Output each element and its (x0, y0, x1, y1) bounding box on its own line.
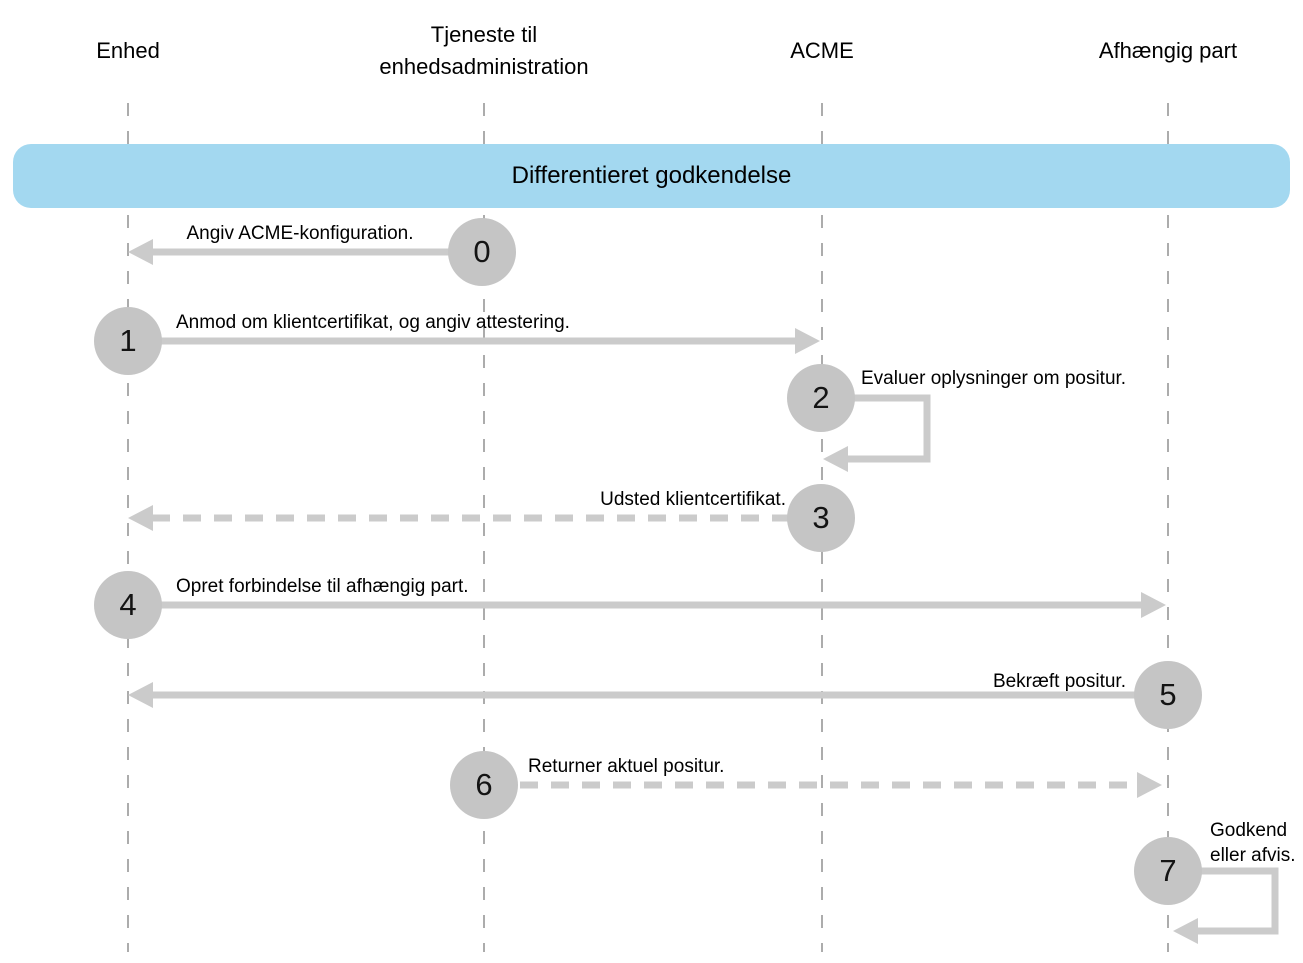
arrow-step-5 (128, 682, 1136, 708)
message-label-4: Opret forbindelse til afhængig part. (176, 576, 469, 597)
message-label-3: Udsted klientcertifikat. (600, 489, 786, 510)
actor-afhaengig-part: Afhængig part (1098, 38, 1238, 64)
arrow-step-1 (160, 328, 820, 354)
arrowhead-left-icon (128, 682, 153, 708)
step-circle-5: 5 (1134, 661, 1202, 729)
arrow-step-2-self-loop (821, 394, 931, 472)
arrowhead-left-icon (128, 505, 153, 531)
message-label-1: Anmod om klientcertifikat, og angiv atte… (176, 312, 570, 333)
actor-enhed: Enhed (96, 38, 160, 64)
arrowhead-left-icon (823, 446, 848, 472)
arrowhead-left-icon (1173, 918, 1198, 944)
message-label-6: Returner aktuel positur. (528, 756, 725, 777)
phase-banner-label: Differentieret godkendelse (511, 162, 792, 189)
step-circle-6: 6 (450, 751, 518, 819)
arrow-step-4 (160, 592, 1166, 618)
arrowhead-right-icon (795, 328, 820, 354)
message-label-0: Angiv ACME-konfiguration. (186, 223, 414, 244)
actor-tjeneste: Tjeneste til enhedsadministration (379, 22, 589, 79)
message-label-5: Bekræft positur. (992, 671, 1126, 692)
arrowhead-right-icon (1137, 772, 1162, 798)
step-circle-3: 3 (787, 484, 855, 552)
message-label-7: Godkend eller afvis. (1210, 820, 1296, 867)
step-circle-4: 4 (94, 571, 162, 639)
step-circle-2: 2 (787, 364, 855, 432)
actor-acme: ACME (790, 38, 854, 64)
step-circle-1: 1 (94, 307, 162, 375)
arrow-step-6 (520, 772, 1162, 798)
arrow-step-3 (128, 505, 790, 531)
step-circle-7: 7 (1134, 837, 1202, 905)
phase-banner: Differentieret godkendelse (13, 144, 1290, 208)
arrowhead-right-icon (1141, 592, 1166, 618)
message-label-2: Evaluer oplysninger om positur. (861, 368, 1127, 389)
arrow-step-7-self-loop (1168, 867, 1279, 944)
arrowhead-left-icon (128, 239, 153, 265)
step-circle-0: 0 (448, 218, 516, 286)
arrow-step-0 (128, 239, 452, 265)
